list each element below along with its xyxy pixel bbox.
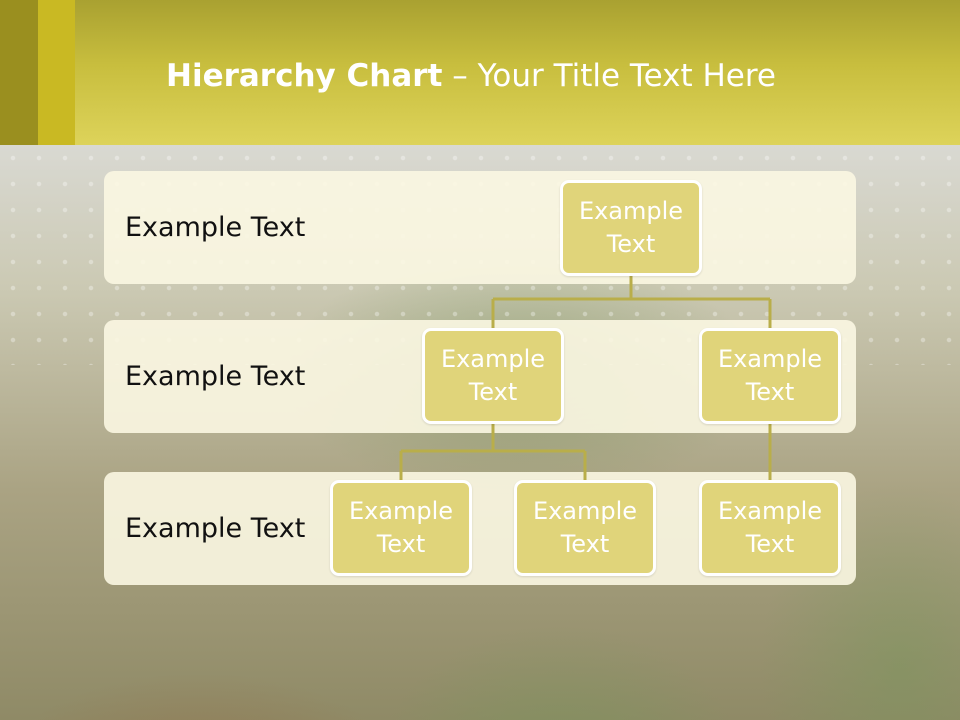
slide-title[interactable]: Hierarchy Chart – Your Title Text Here [166,56,776,100]
level-label-3[interactable]: Example Text [125,513,306,544]
title-rest-part: Your Title Text Here [477,58,776,94]
node-root[interactable]: Example Text [560,180,702,276]
level-label-2[interactable]: Example Text [125,361,306,392]
node-level3-left[interactable]: Example Text [330,480,472,576]
node-level3-middle[interactable]: Example Text [514,480,656,576]
node-level2-left[interactable]: Example Text [422,328,564,424]
level-row-1: Example Text [104,171,856,284]
header-accent-stripe-light [38,0,75,145]
node-level2-right[interactable]: Example Text [699,328,841,424]
title-separator: – [442,58,478,94]
title-band: Hierarchy Chart – Your Title Text Here [0,0,960,145]
node-level3-right[interactable]: Example Text [699,480,841,576]
title-bold-part: Hierarchy Chart [166,58,443,94]
header-accent-stripe-dark [0,0,38,145]
level-label-1[interactable]: Example Text [125,212,306,243]
